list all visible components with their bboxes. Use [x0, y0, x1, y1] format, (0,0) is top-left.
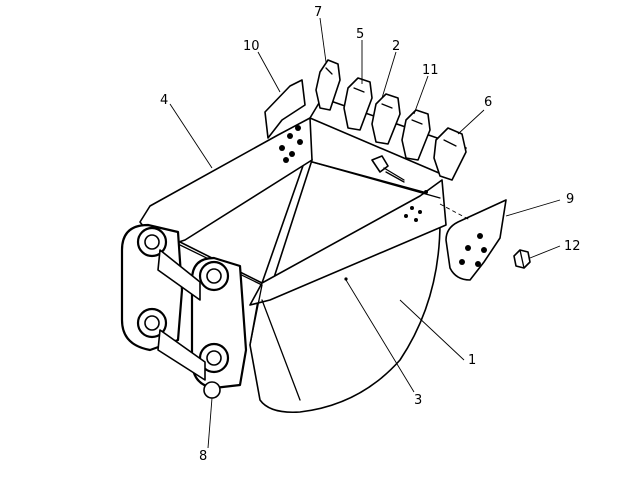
lip-inner-edge: [311, 161, 441, 199]
tooth-2: [371, 93, 401, 145]
tooth-5: [343, 77, 373, 131]
side-cutter-left: [264, 79, 306, 139]
callout-11: 11: [422, 63, 439, 78]
assembly-line: [439, 203, 471, 221]
pin-hole-upper-front: [206, 268, 222, 284]
callout-2: 2: [392, 39, 400, 54]
callout-4: 4: [160, 93, 168, 108]
cutter-bolts-left: [279, 125, 303, 163]
tooth-6: [433, 127, 467, 181]
callout-3: 3: [414, 393, 422, 408]
bolt: [371, 155, 405, 183]
bucket-teeth: [315, 59, 467, 181]
callout-5: 5: [356, 27, 364, 42]
pin-hole-upper-rear: [144, 234, 160, 250]
callouts: 7 5 2 11 6 10 4 9 12 1 3 8: [160, 5, 581, 464]
callout-9: 9: [566, 192, 574, 207]
bucket-shell: [249, 221, 441, 414]
pin-hole-lower-front: [206, 350, 222, 366]
shell-edge: [249, 284, 263, 346]
callout-1: 1: [468, 353, 476, 368]
bolt-shank: [383, 167, 405, 181]
hinge-brackets: [120, 223, 248, 399]
cross-tube-lower: [157, 329, 206, 381]
shell-crease: [261, 299, 301, 401]
right-side-plate: [249, 179, 447, 306]
callout-7: 7: [314, 5, 322, 20]
tooth-mid: [401, 109, 431, 161]
cutter-bolts-right: [459, 233, 487, 267]
lifting-lug: [203, 381, 221, 399]
callout-6: 6: [484, 95, 492, 110]
weld-point-3: [344, 277, 348, 281]
callout-12: 12: [564, 239, 581, 254]
tooth-7: [315, 59, 341, 111]
leader-lines: [169, 17, 561, 449]
callout-8: 8: [199, 449, 207, 464]
lip-bolt-holes: [404, 190, 428, 222]
bucket-body: [139, 97, 467, 414]
callout-10: 10: [243, 39, 260, 54]
cross-tube: [157, 249, 201, 301]
pin-hole-lower-rear: [144, 315, 160, 331]
